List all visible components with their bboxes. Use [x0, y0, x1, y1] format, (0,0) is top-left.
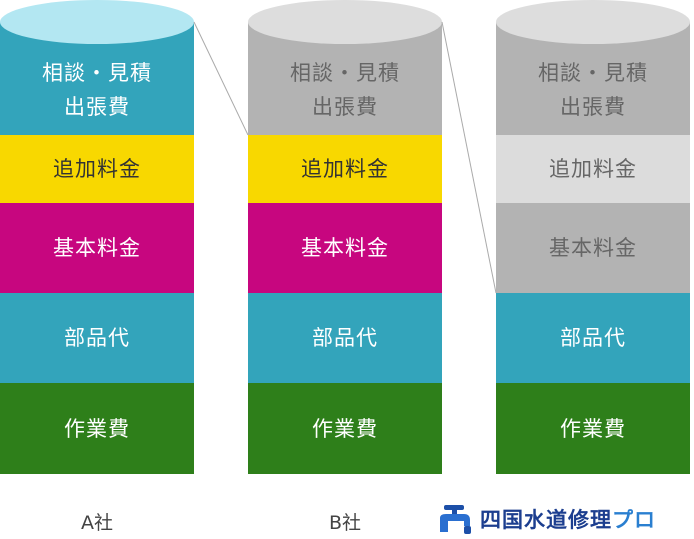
cylinder-top: [248, 0, 442, 44]
company-a-label: A社: [81, 512, 113, 534]
cylinder-top: [496, 0, 690, 44]
segment-base-fee: 基本料金: [0, 203, 194, 293]
cylinder-company-pro: 相談・見積 出張費 追加料金 基本料金 部品代 作業費: [496, 0, 690, 474]
faucet-icon: [440, 505, 471, 534]
segment-additional-fee: 追加料金: [496, 135, 690, 203]
connector-line-a-b: [193, 21, 249, 136]
connector-line-b-c: [441, 21, 497, 294]
cylinder-company-b: 相談・見積 出張費 追加料金 基本料金 部品代 作業費: [248, 0, 442, 474]
segment-parts: 部品代: [0, 293, 194, 383]
segment-base-fee: 基本料金: [496, 203, 690, 293]
brand-name-main: 四国水道修理: [480, 508, 612, 532]
segment-labor: 作業費: [496, 383, 690, 474]
segment-labor: 作業費: [248, 383, 442, 474]
segment-parts: 部品代: [496, 293, 690, 383]
company-b-label: B社: [328, 512, 362, 534]
segment-parts: 部品代: [248, 293, 442, 383]
cylinder-top: [0, 0, 194, 44]
brand-logo: 四国水道修理プロ: [438, 502, 656, 536]
segment-base-fee: 基本料金: [248, 203, 442, 293]
segment-additional-fee: 追加料金: [248, 135, 442, 203]
brand-name: 四国水道修理プロ: [480, 504, 656, 534]
segment-additional-fee: 追加料金: [0, 135, 194, 203]
segment-labor: 作業費: [0, 383, 194, 474]
cylinder-company-a: 相談・見積 出張費 追加料金 基本料金 部品代 作業費: [0, 0, 194, 474]
brand-name-accent: プロ: [612, 508, 656, 532]
